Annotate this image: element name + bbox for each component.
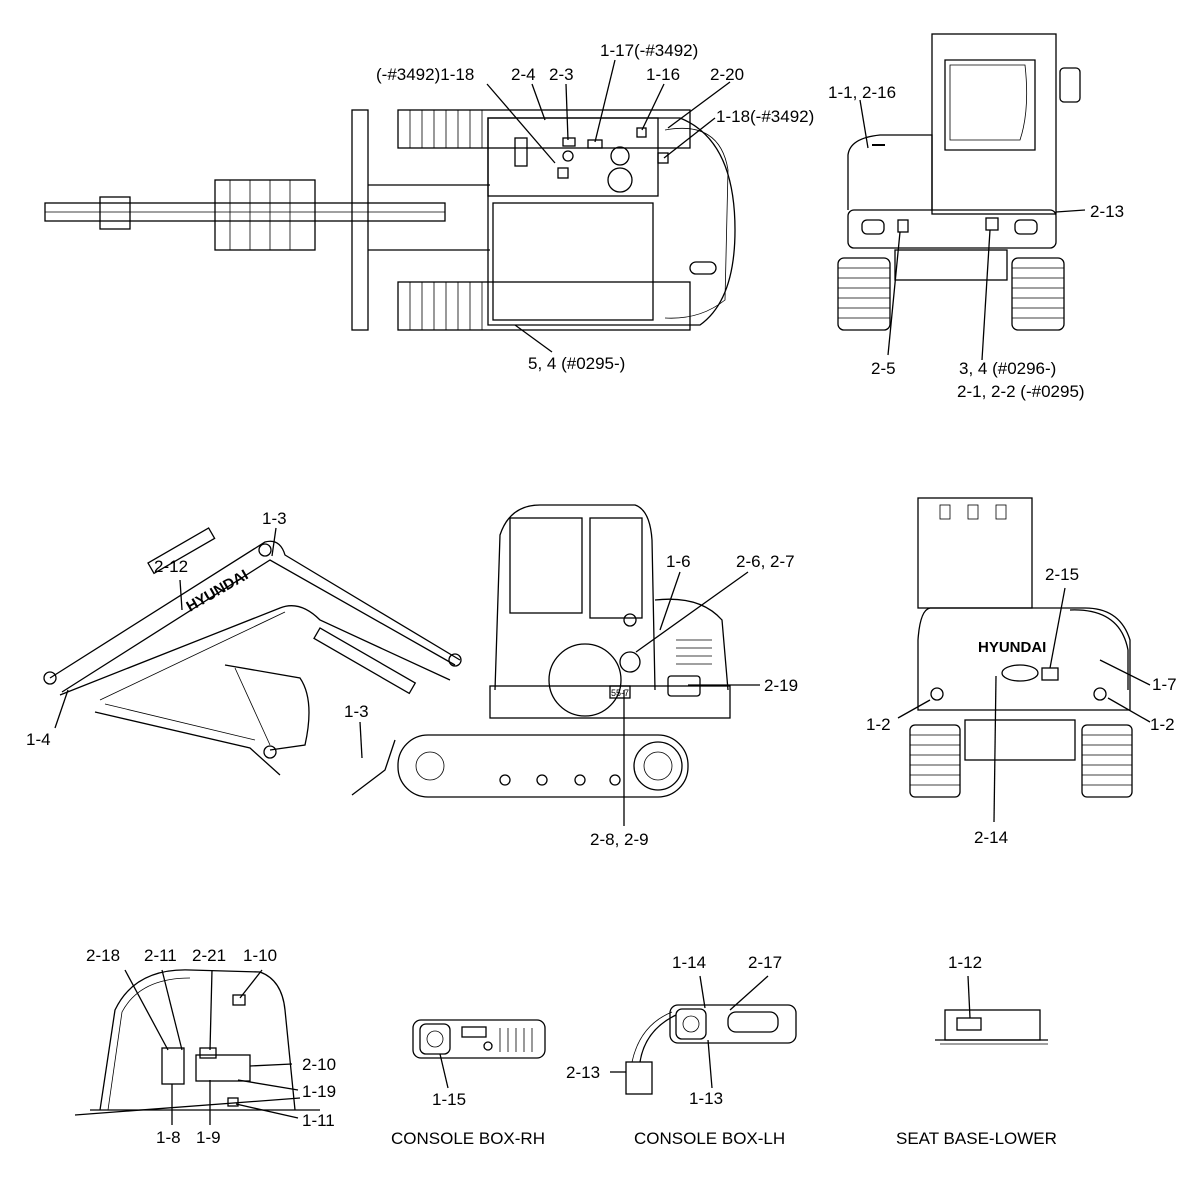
label-top-h: 5, 4 (#0295-): [528, 354, 625, 373]
view-captions: CONSOLE BOX-RH CONSOLE BOX-LH SEAT BASE-…: [391, 1129, 1057, 1148]
label-side-c: 1-6: [666, 552, 691, 571]
side-view: HYUNDAI 55-7: [43, 504, 760, 826]
label-side-e: 2-19: [764, 676, 798, 695]
label-lh-d: 1-13: [689, 1089, 723, 1108]
console-rh-view: [412, 1019, 546, 1089]
label-side-d: 2-6, 2-7: [736, 552, 795, 571]
caption-console-lh: CONSOLE BOX-LH: [634, 1129, 785, 1148]
callout-labels: (-#3492)1-18 2-4 2-3 1-17(-#3492) 1-16 2…: [26, 41, 1177, 1147]
label-top-b: 2-4: [511, 65, 536, 84]
back-view: HYUNDAI: [897, 497, 1151, 823]
label-back-e: 2-14: [974, 828, 1008, 847]
boom-brand-text: HYUNDAI: [184, 567, 252, 616]
label-lh-b: 2-17: [748, 953, 782, 972]
label-cab-b: 2-11: [144, 946, 177, 965]
label-top-f: 2-20: [710, 65, 744, 84]
label-rear-d: 3, 4 (#0296-): [959, 359, 1056, 378]
label-lh-a: 1-14: [672, 953, 706, 972]
label-cab-i: 1-9: [196, 1128, 221, 1147]
console-lh-view: [610, 975, 797, 1095]
label-top-c: 2-3: [549, 65, 574, 84]
label-seat-a: 1-12: [948, 953, 982, 972]
label-top-e: 1-16: [646, 65, 680, 84]
label-side-a: 1-3: [262, 509, 287, 528]
label-cab-a: 2-18: [86, 946, 120, 965]
label-cab-f: 1-19: [302, 1082, 336, 1101]
label-rear-c: 2-5: [871, 359, 896, 378]
top-view: [44, 59, 736, 353]
label-top-d: 1-17(-#3492): [600, 41, 698, 60]
label-rear-b: 2-13: [1090, 202, 1124, 221]
label-cab-c: 2-21: [192, 946, 226, 965]
seat-base-view: [935, 975, 1048, 1045]
label-side-g: 1-4: [26, 730, 51, 749]
label-back-d: 1-2: [1150, 715, 1175, 734]
label-side-b: 2-12: [154, 557, 188, 576]
label-rear-e: 2-1, 2-2 (-#0295): [957, 382, 1085, 401]
label-top-g: 1-18(-#3492): [716, 107, 814, 126]
caption-seat-base: SEAT BASE-LOWER: [896, 1129, 1057, 1148]
rear-brand-text: HYUNDAI: [978, 639, 1046, 656]
label-rh-a: 1-15: [432, 1090, 466, 1109]
label-cab-d: 1-10: [243, 946, 277, 965]
label-cab-h: 1-8: [156, 1128, 181, 1147]
label-side-h: 2-8, 2-9: [590, 830, 649, 849]
label-cab-g: 1-11: [302, 1111, 335, 1130]
label-back-a: 2-15: [1045, 565, 1079, 584]
model-badge: 55-7: [611, 688, 629, 698]
cab-interior-view: [74, 969, 320, 1125]
label-back-c: 1-2: [866, 715, 891, 734]
rear-view: [837, 33, 1086, 361]
label-top-a: (-#3492)1-18: [376, 65, 474, 84]
label-cab-e: 2-10: [302, 1055, 336, 1074]
label-back-b: 1-7: [1152, 675, 1177, 694]
label-rear-a: 1-1, 2-16: [828, 83, 896, 102]
label-lh-c: 2-13: [566, 1063, 600, 1082]
label-side-f: 1-3: [344, 702, 369, 721]
caption-console-rh: CONSOLE BOX-RH: [391, 1129, 545, 1148]
